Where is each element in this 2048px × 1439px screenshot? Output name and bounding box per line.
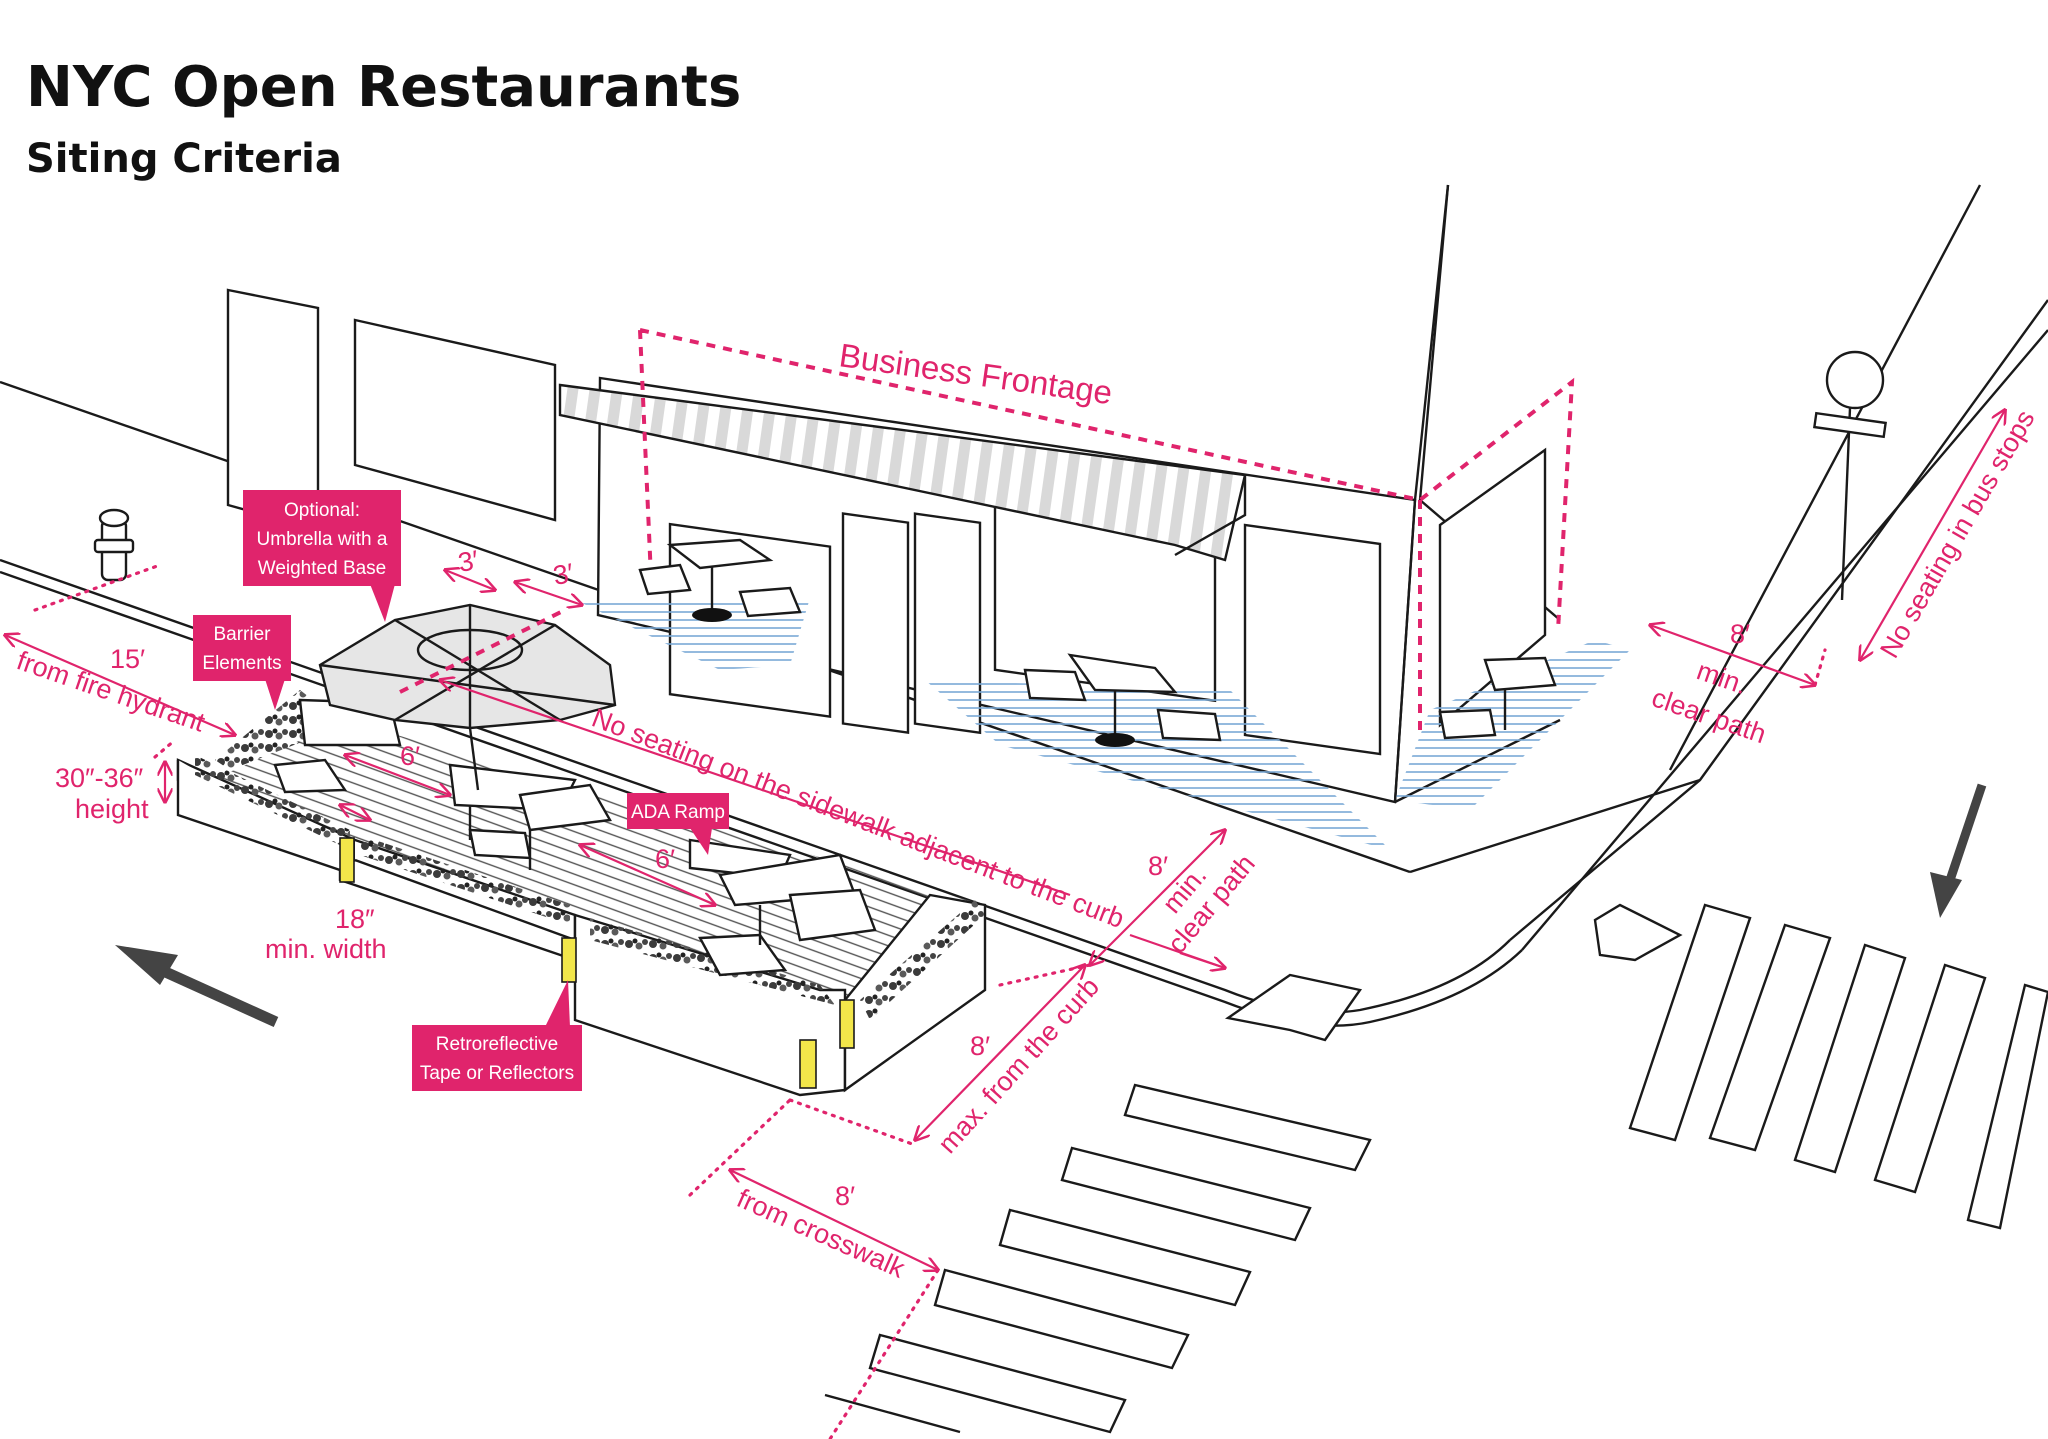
- gap-label-2: 3′: [551, 558, 576, 591]
- left-building: [226, 288, 557, 532]
- awning: [558, 383, 1247, 562]
- aisle-label-2: 6′: [655, 844, 675, 874]
- barrier-width-text: min. width: [265, 934, 387, 964]
- business-frontage-outline: [638, 328, 1575, 730]
- clear-path-right-text-2: clear path: [1648, 682, 1770, 749]
- crosswalk-distance-value: 8′: [835, 1181, 855, 1211]
- clear-path-right-value: 8′: [1730, 619, 1750, 649]
- gap-label-1: 3′: [456, 545, 481, 578]
- barrier-height-text: height: [75, 794, 149, 824]
- business-frontage-label: Business Frontage: [837, 336, 1115, 411]
- aisle-label-1: 6′: [400, 741, 420, 771]
- svg-text:Retroreflective: Retroreflective: [436, 1034, 559, 1055]
- umbrella: [318, 603, 617, 791]
- clear-path-right-text-1: min.: [1693, 655, 1751, 700]
- callout-retroreflective: Retroreflective Tape or Reflectors: [412, 980, 582, 1091]
- traffic-arrows: [115, 783, 1987, 1028]
- callout-barrier: Barrier Elements: [193, 615, 291, 710]
- svg-text:Umbrella with a: Umbrella with a: [257, 529, 388, 550]
- svg-text:Weighted Base: Weighted Base: [258, 558, 387, 579]
- fire-hydrant: [93, 508, 135, 582]
- svg-text:Elements: Elements: [202, 653, 281, 674]
- callout-umbrella: Optional: Umbrella with a Weighted Base: [243, 490, 401, 622]
- sidewalk-seating-areas: [580, 598, 1630, 850]
- dimension-lines: [5, 410, 2005, 1439]
- crosswalk-distance-text: from crosswalk: [733, 1183, 910, 1284]
- svg-text:Tape or Reflectors: Tape or Reflectors: [420, 1063, 574, 1084]
- svg-text:ADA Ramp: ADA Ramp: [631, 802, 725, 823]
- roadway-tables: [273, 698, 877, 977]
- no-seating-bus-label: No seating in bus stops: [1874, 405, 2040, 663]
- barrier-height-value: 30″-36″: [55, 763, 144, 793]
- barrier-width-value: 18″: [335, 904, 375, 934]
- curb-distance-value: 8′: [970, 1031, 990, 1061]
- clear-path-center-value: 8′: [1148, 851, 1168, 881]
- sidewalk-tables: [638, 538, 1557, 747]
- hydrant-distance-value: 15′: [110, 644, 145, 674]
- curb-ramps: [1224, 903, 1683, 1042]
- crosswalk: [824, 903, 2048, 1434]
- page-title: NYC Open Restaurants: [26, 55, 741, 120]
- callout-ada-ramp: ADA Ramp: [627, 793, 729, 855]
- svg-text:Optional:: Optional:: [284, 500, 360, 521]
- page-subtitle: Siting Criteria: [26, 136, 342, 182]
- svg-text:Barrier: Barrier: [213, 624, 271, 645]
